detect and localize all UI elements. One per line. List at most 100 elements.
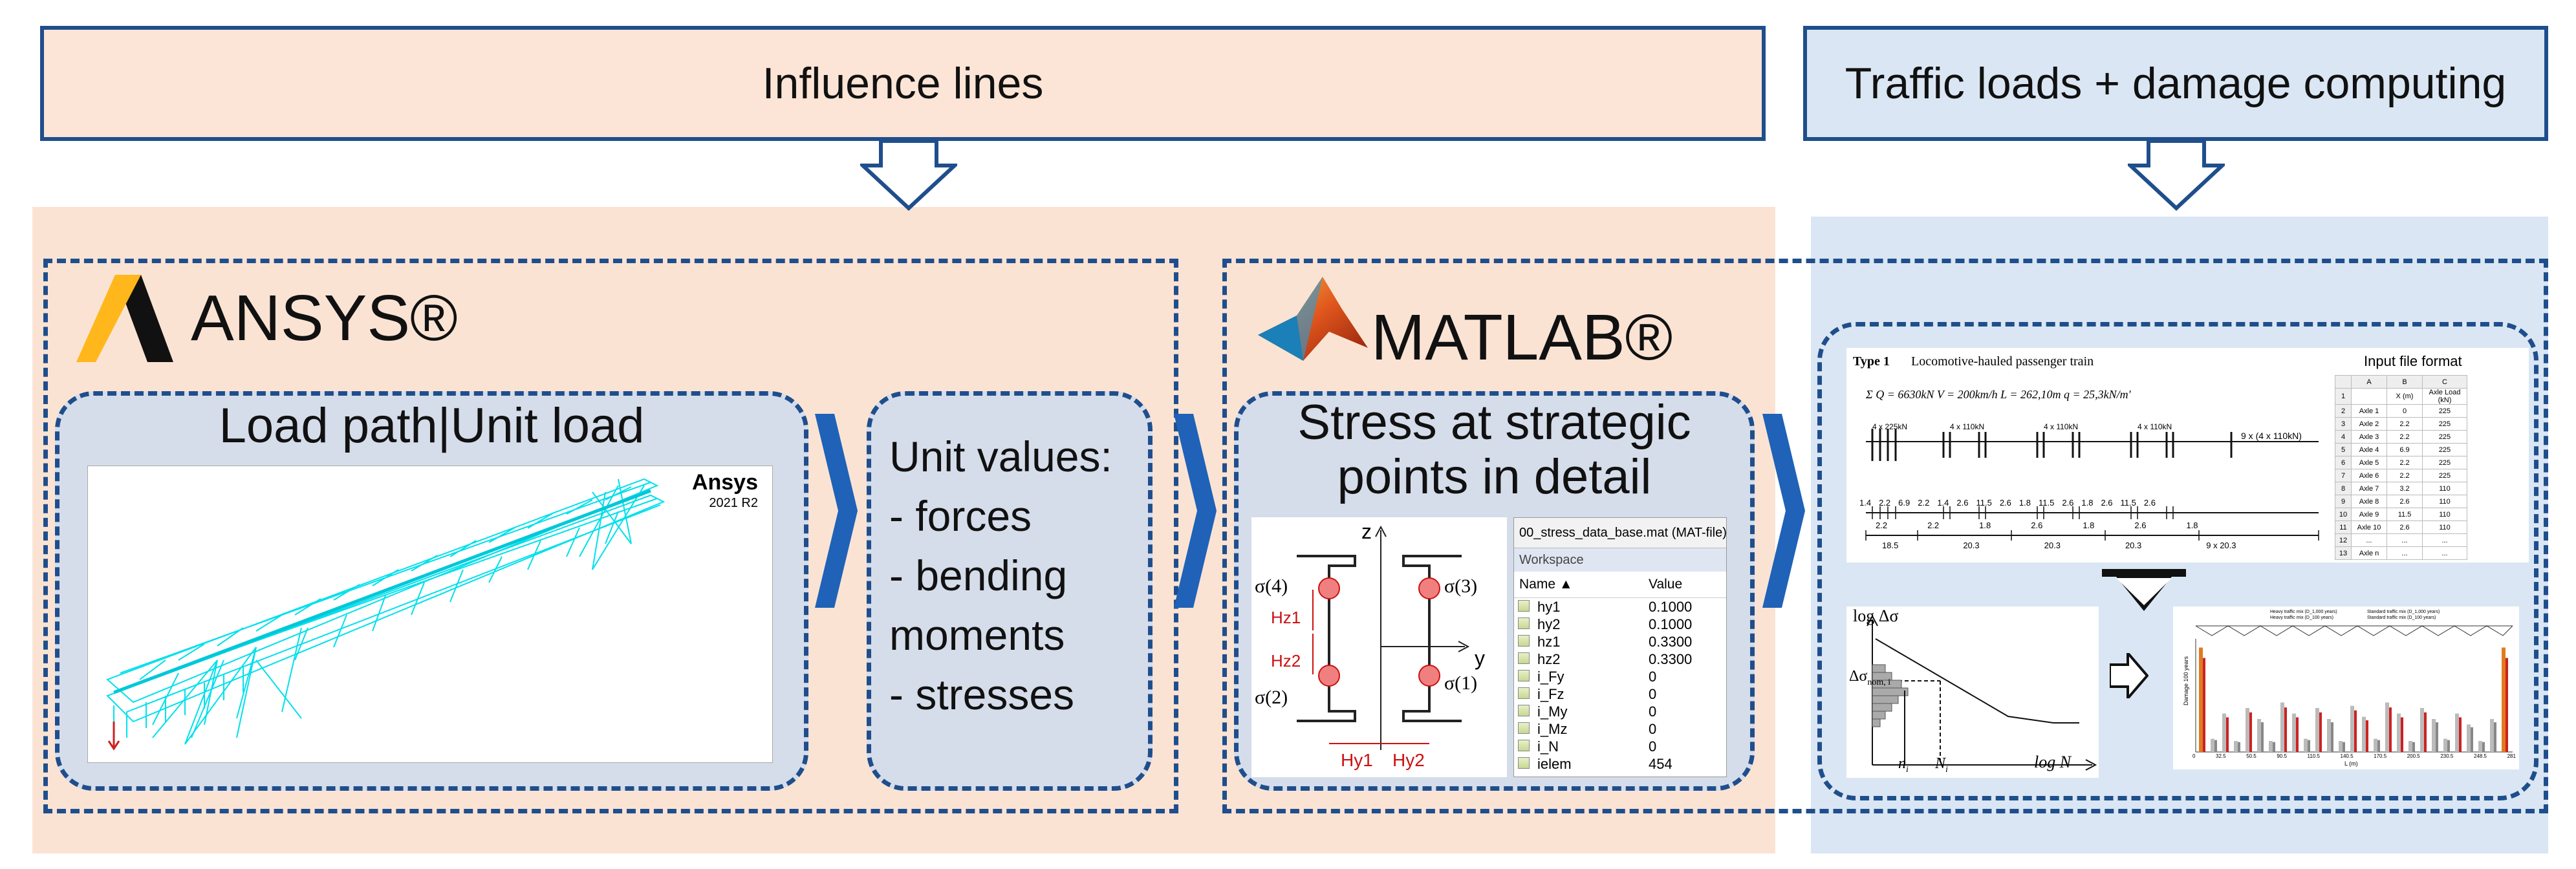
ansys-logo-text: Ansys [691, 470, 758, 495]
train-formula: Σ Q = 6630kN V = 200km/h L = 262,10m q =… [1866, 388, 2131, 401]
damage-bar [2436, 722, 2438, 752]
input-cell: 5 [2335, 443, 2352, 456]
input-cell: ... [2351, 533, 2387, 547]
x-tick: 248.5 [2473, 753, 2487, 759]
spacing-value: 2.6 [2143, 498, 2156, 508]
damage-bar [2459, 717, 2462, 752]
train-desc: Locomotive-hauled passenger train [1911, 354, 2094, 369]
spacing-value: 2.6 [2062, 498, 2074, 508]
damage-bar [2362, 716, 2366, 752]
input-cell: 2.2 [2387, 469, 2423, 482]
damage-bar [2203, 658, 2205, 752]
variable-name: i_Fz [1537, 685, 1564, 702]
legend-item: Standard traffic mix (D_1,000 years) [2367, 610, 2440, 614]
workspace-row[interactable]: i_Mz 0 [1514, 720, 1696, 738]
load-path-title: Load path|Unit load [219, 398, 645, 453]
variable-icon [1514, 598, 1533, 616]
variable-icon [1514, 650, 1533, 668]
x-tick: 110.5 [2307, 753, 2320, 759]
damage-bar [2455, 713, 2459, 752]
spacing-value: 2.2 [1879, 498, 1891, 508]
damage-legend: Heavy traffic mix (D_1,000 years) Heavy … [2270, 609, 2337, 621]
axle-group-label: 9 x (4 x 110kN) [2241, 431, 2302, 441]
variable-icon [1514, 738, 1533, 755]
col-name[interactable]: Name ▲ [1519, 577, 1573, 592]
workspace-row[interactable]: hy1 0.1000 [1514, 598, 1696, 616]
spacing-value: 11.5 [2120, 498, 2136, 508]
bridge-mesh [106, 478, 666, 751]
variable-value: 0 [1649, 738, 1657, 755]
ansys-brand: ANSYS® [191, 282, 458, 354]
variable-value: 0 [1649, 720, 1657, 737]
spacing-value: 1.8 [2081, 498, 2094, 508]
legend-item: Heavy traffic mix (D_100 years) [2270, 616, 2333, 620]
input-cell: Axle n [2351, 546, 2387, 560]
damage-xlabel: L (m) [2344, 760, 2358, 767]
damage-bar [2502, 647, 2506, 752]
damage-bar [2432, 719, 2436, 752]
down-arrow-icon [2102, 569, 2186, 611]
Ni-label: Ni [1935, 755, 1948, 775]
input-cell: 2.2 [2387, 456, 2423, 469]
input-cell: 0 [2387, 404, 2423, 418]
input-cell: 9 [2335, 495, 2352, 508]
input-cell: 6.9 [2387, 443, 2423, 456]
input-cell: C [2422, 375, 2467, 389]
spacing-value: 2.2 [1876, 520, 1888, 530]
input-cell: 10 [2335, 508, 2352, 521]
cross-section-image: σ(4) σ(3) σ(2) σ(1) Hz1 Hz2 Hy1 Hy2 z y [1251, 517, 1507, 777]
damage-bar [2412, 742, 2415, 752]
sn-stress-label: Δσnom, i [1849, 668, 1891, 687]
col-value[interactable]: Value [1649, 577, 1683, 592]
input-cell: 110 [2422, 520, 2467, 534]
input-cell: Axle 3 [2351, 430, 2387, 444]
damage-bar [2214, 740, 2217, 752]
sn-curve-image: log Δσ log N Δσnom, i ni Ni [1846, 606, 2099, 778]
variable-name: hz1 [1537, 633, 1561, 650]
input-cell: 225 [2422, 469, 2467, 482]
input-cell: Axle 5 [2351, 456, 2387, 469]
damage-bar [2273, 742, 2275, 752]
ansys-version: 2021 R2 [709, 496, 758, 510]
x-tick: 50.5 [2246, 753, 2257, 759]
right-arrow-icon [815, 414, 858, 608]
input-cell: 6 [2335, 456, 2352, 469]
variable-name: i_Mz [1537, 720, 1568, 737]
damage-bar [2339, 741, 2343, 752]
unit-values-title: Unit values: [889, 433, 1112, 480]
stress-title-line2: points in detail [1337, 449, 1652, 504]
dimension-value: 20.3 [1963, 541, 1980, 550]
workspace-tab[interactable]: Workspace [1514, 548, 1726, 572]
input-cell: Axle 1 [2351, 404, 2387, 418]
axle-group-label: 4 x 225kN [1872, 422, 1908, 431]
x-tick: 90.5 [2277, 753, 2287, 759]
variable-name: hy1 [1537, 598, 1561, 615]
variable-name: i_Fy [1537, 668, 1564, 685]
ansys-logo-icon [76, 275, 173, 362]
matlab-brand: MATLAB® [1371, 301, 1673, 374]
damage-bar [2490, 719, 2494, 752]
train-model-image: Type 1 Locomotive-hauled passenger train… [1846, 348, 2529, 563]
damage-bar [2401, 717, 2403, 752]
damage-bar [2222, 713, 2226, 752]
input-cell: ... [2387, 546, 2423, 560]
damage-bar [2389, 707, 2392, 752]
spacing-value: 2.2 [1927, 520, 1940, 530]
variable-value: 0.1000 [1649, 598, 1693, 615]
variable-icon [1514, 703, 1533, 720]
right-arrow-icon [1174, 414, 1217, 608]
input-cell: 4 [2335, 430, 2352, 444]
damage-bar [2374, 738, 2377, 752]
